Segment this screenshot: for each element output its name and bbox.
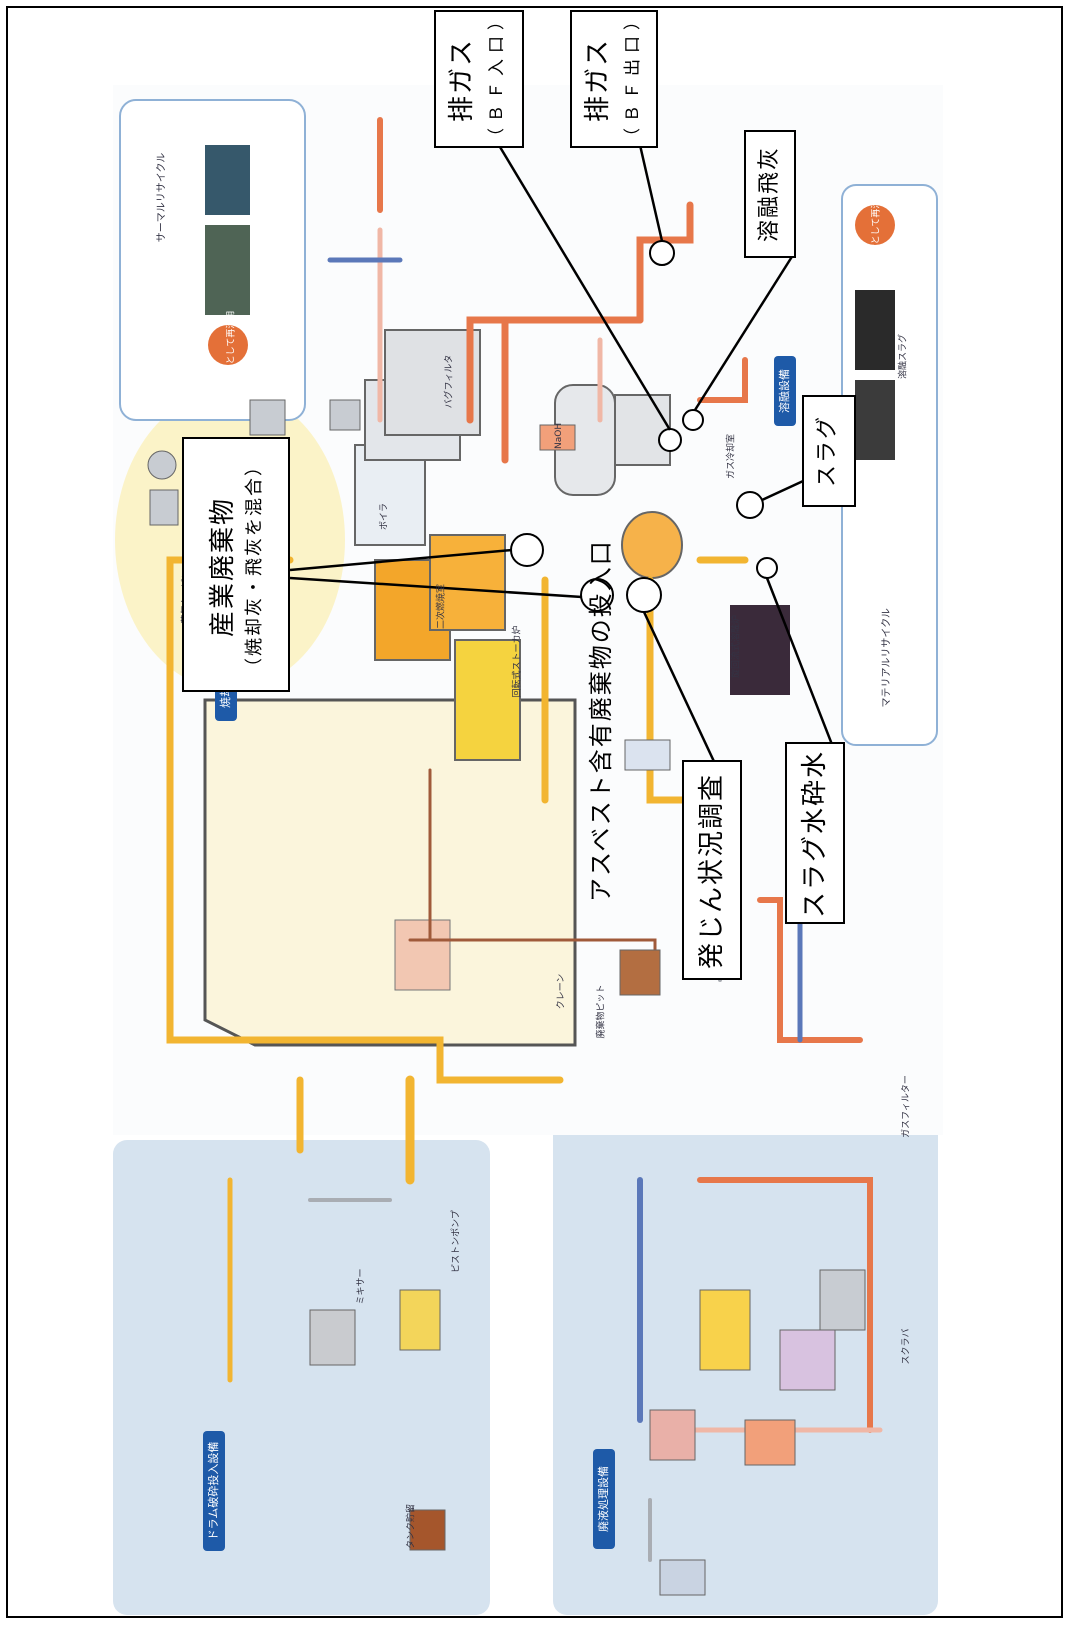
marker-industrial-waste (510, 533, 544, 567)
callout-industrial-waste-sub: （焼却灰・飛灰を混合） (244, 456, 265, 676)
naoh-tank (539, 424, 576, 451)
label-piston-pump: ピストンポンプ (451, 1210, 462, 1273)
label-gas-filter: ガスフィルター (901, 1075, 912, 1138)
callout-exhaust-out-main: 排ガス (583, 38, 613, 123)
waste-pit (394, 919, 451, 991)
label-boiler: ボイラ (379, 503, 390, 531)
callout-melt-fly-ash: 溶融飛灰 (757, 146, 782, 243)
callout-dust-survey: 発じん状況調査 (697, 773, 727, 970)
callout-asbestos-inlet: アスベスト含有廃棄物の投入口 (587, 539, 615, 902)
callout-slag: スラグ (815, 415, 840, 488)
callout-markers (510, 240, 778, 613)
label-rotary-kiln: 回転式ストーカ炉 (512, 625, 523, 698)
recycle-photos (205, 145, 895, 695)
callout-exhaust-out-box: 排ガス （ＢＦ出口） (570, 7, 658, 148)
marker-exhaust-in (658, 428, 682, 452)
marker-slag (736, 491, 764, 519)
callout-industrial-waste-box: 産業廃棄物 （焼却灰・飛灰を混合） (182, 437, 290, 692)
callout-slag-water: スラグ水砕水 (800, 750, 830, 919)
callout-exhaust-in-box: 排ガス （ＢＦ入口） (434, 7, 524, 148)
boiler (354, 444, 426, 546)
callout-industrial-waste-main: 産業廃棄物 (208, 497, 238, 638)
marker-dust-survey (626, 577, 662, 613)
label-mixer: ミキサー (356, 1268, 367, 1305)
bag-filter (384, 329, 481, 436)
marker-asbestos-inlet (580, 578, 614, 612)
section-wastewater: 廃液処理設備 (593, 1449, 615, 1549)
callout-exhaust-in-sub: （ＢＦ入口） (487, 7, 507, 145)
minor-equipment (147, 399, 866, 1596)
label-bag-filter: バグフィルタ (444, 354, 455, 409)
callout-melt-fly-ash-box: 溶融飛灰 (744, 130, 796, 258)
label-electricity: 電力として再活用 (226, 310, 237, 383)
section-drum-crush: ドラム破砕投入設備 (203, 1431, 225, 1551)
melting-furnace (621, 511, 683, 579)
marker-exhaust-out (649, 240, 675, 266)
label-naoh: NaOH (554, 422, 564, 449)
label-molten-slag: 溶融スラグ (898, 334, 909, 380)
material-recycle-title: マテリアルリサイクル (881, 608, 893, 708)
callout-exhaust-out-sub: （ＢＦ出口） (623, 7, 643, 145)
label-crane: クレーン (556, 973, 567, 1010)
callout-slag-water-box: スラグ水砕水 (785, 742, 845, 924)
label-reuse-material: 資材として再活用 (871, 190, 882, 263)
callout-dust-survey-box: 発じん状況調査 (682, 760, 742, 980)
callout-exhaust-in-main: 排ガス (447, 38, 477, 123)
marker-melt-fly-ash (682, 409, 704, 431)
label-tank-yard: タンク貯留 (406, 1504, 417, 1550)
melt-bag-filter (614, 394, 671, 466)
label-secondary-chamber: 二次燃焼室 (436, 584, 447, 630)
marker-slag-water (756, 557, 778, 579)
section-melting: 溶融設備 (774, 356, 796, 426)
thermal-recycle-title: サーマルリサイクル (156, 152, 168, 243)
label-pit: 廃棄物ピット (596, 984, 607, 1039)
label-melting-furnace: 旋回流式溶融炉 (731, 615, 742, 679)
rotary-kiln (454, 639, 521, 761)
label-gas-cooler: ガス冷却室 (726, 434, 737, 480)
label-scrubber: スクラバ (901, 1328, 912, 1365)
callout-slag-box: スラグ (802, 395, 856, 507)
leader-lines (289, 144, 842, 786)
